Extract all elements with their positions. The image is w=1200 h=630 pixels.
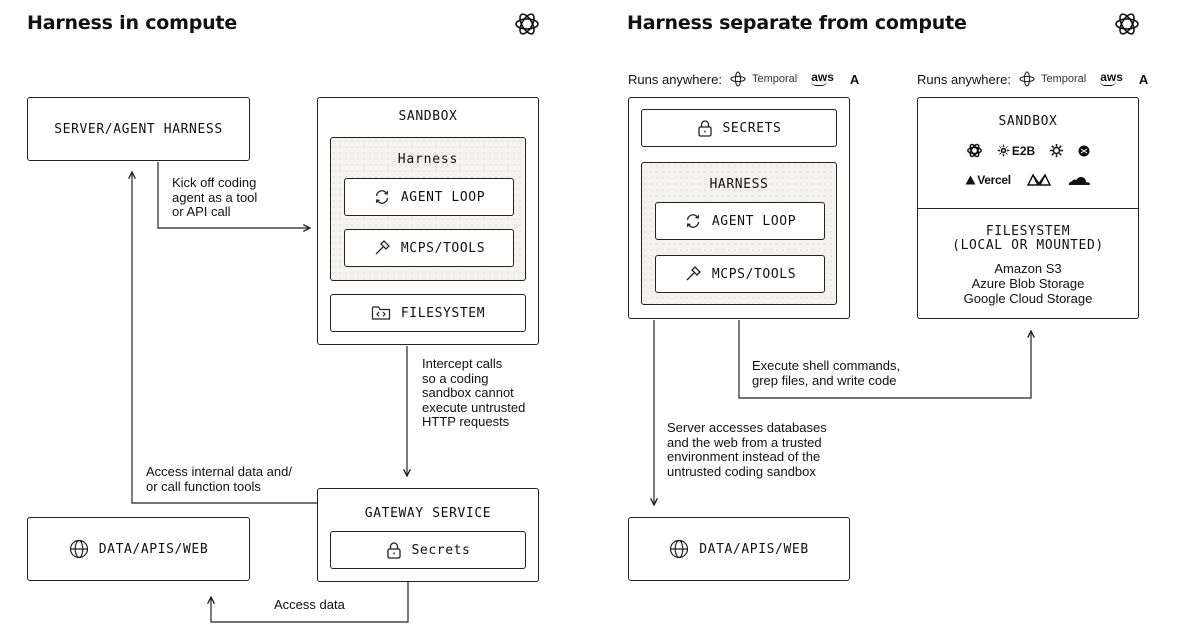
vercel-logo-icon: Vercel [965,173,1011,187]
anthropic-logo-icon: A [849,71,860,87]
arrow-access-internal [132,172,318,504]
sandbox-title: SANDBOX [398,109,458,124]
runs-anywhere-label: Runs anywhere: [917,71,1011,87]
gateway-title: GATEWAY SERVICE [364,506,492,521]
server-agent-harness-label: SERVER/AGENT HARNESS [54,121,223,137]
hammer-icon [373,239,391,257]
aws-logo-icon: aws [811,69,834,86]
sandbox-filesystem-box: SANDBOX E2B Vercel FILESYSTEM (LOCAL OR … [917,97,1139,319]
access-internal-note: Access internal data and/ or call functi… [146,464,292,494]
kickoff-note: Kick off coding agent as a tool or API c… [172,175,258,219]
server-access-note: Server accesses databases and the web fr… [667,420,827,479]
harness-inner-box: HARNESS AGENT LOOP MCPS/TOOLS [641,162,837,305]
right-title: Harness separate from compute [627,12,967,34]
aws-logo-icon: aws [1100,69,1123,86]
harness-outer-box: SECRETS HARNESS AGENT LOOP MCPS/TOOLS [628,97,850,319]
temporal-label: Temporal [1040,73,1087,85]
gateway-service-box: GATEWAY SERVICE Secrets [317,488,539,582]
globe-icon [69,539,89,559]
sandbox-providers-row-1: E2B [918,142,1138,159]
arrow-execute [738,320,1031,399]
e2b-logo-icon: E2B [996,144,1035,158]
sandbox-box: SANDBOX Harness AGENT LOOP MCPS/TOOLS FI… [317,97,539,345]
secrets-label: Secrets [411,542,471,558]
lock-icon [386,541,402,559]
agent-loop-box: AGENT LOOP [344,178,514,216]
agent-loop-label: AGENT LOOP [400,189,486,205]
openai-logo-icon [1113,10,1141,38]
arrow-access-data [211,582,409,623]
secrets-box: Secrets [330,531,526,569]
temporal-logo-icon [730,71,746,87]
hammer-icon [684,265,702,283]
data-apis-web-label: DATA/APIS/WEB [699,541,809,557]
temporal-label: Temporal [751,73,798,85]
mcps-tools-label: MCPS/TOOLS [400,240,486,256]
runs-anywhere-label: Runs anywhere: [628,71,722,87]
secrets-label: SECRETS [722,120,782,136]
temporal-logo-icon [1019,71,1035,87]
openai-logo-icon [966,142,983,159]
harness-title: HARNESS [709,177,769,192]
globe-icon [669,539,689,559]
sandbox-divider [918,208,1138,209]
lock-icon [697,119,713,137]
secrets-box: SECRETS [641,109,837,147]
mcps-tools-box: MCPS/TOOLS [655,255,825,293]
server-agent-harness-box: SERVER/AGENT HARNESS [27,97,250,161]
filesystem-label: FILESYSTEM [400,305,486,321]
modal-logo-icon [1026,173,1051,187]
runs-anywhere-row-2: Runs anywhere: Temporal aws A [917,71,1148,87]
intercept-note: Intercept calls so a coding sandbox cann… [422,356,526,429]
storage-item: Amazon S3 [994,261,1062,276]
filesystem-box: FILESYSTEM [330,294,526,332]
storage-item: Google Cloud Storage [963,291,1093,306]
refresh-icon [684,212,702,230]
sandbox-title: SANDBOX [998,114,1058,129]
data-apis-web-label: DATA/APIS/WEB [98,541,209,557]
harness-title: Harness [397,152,459,167]
storage-list: Amazon S3 Azure Blob Storage Google Clou… [918,261,1138,306]
sandbox-providers-row-2: Vercel [918,173,1138,187]
harness-inner-box: Harness AGENT LOOP MCPS/TOOLS [330,137,526,281]
mcps-tools-box: MCPS/TOOLS [344,229,514,267]
mcps-tools-label: MCPS/TOOLS [711,266,797,282]
cloudflare-logo-icon [1067,174,1091,186]
storage-item: Azure Blob Storage [971,276,1085,291]
data-apis-web-box: DATA/APIS/WEB [27,517,250,581]
openai-logo-icon [513,10,541,38]
anthropic-logo-icon: A [1138,71,1149,87]
filesystem-title: FILESYSTEM (LOCAL OR MOUNTED) [952,224,1104,253]
access-data-note: Access data [274,597,345,612]
daytona-logo-icon [1078,145,1090,157]
execute-note: Execute shell commands, grep files, and … [752,358,901,388]
folder-code-icon [371,305,391,321]
agent-loop-box: AGENT LOOP [655,202,825,240]
arrow-kickoff [157,162,310,228]
data-apis-web-box: DATA/APIS/WEB [628,517,850,581]
gear-logo-icon [1049,143,1064,158]
agent-loop-label: AGENT LOOP [711,213,797,229]
refresh-icon [373,188,391,206]
left-title: Harness in compute [27,12,238,34]
runs-anywhere-row: Runs anywhere: Temporal aws A [628,71,859,87]
